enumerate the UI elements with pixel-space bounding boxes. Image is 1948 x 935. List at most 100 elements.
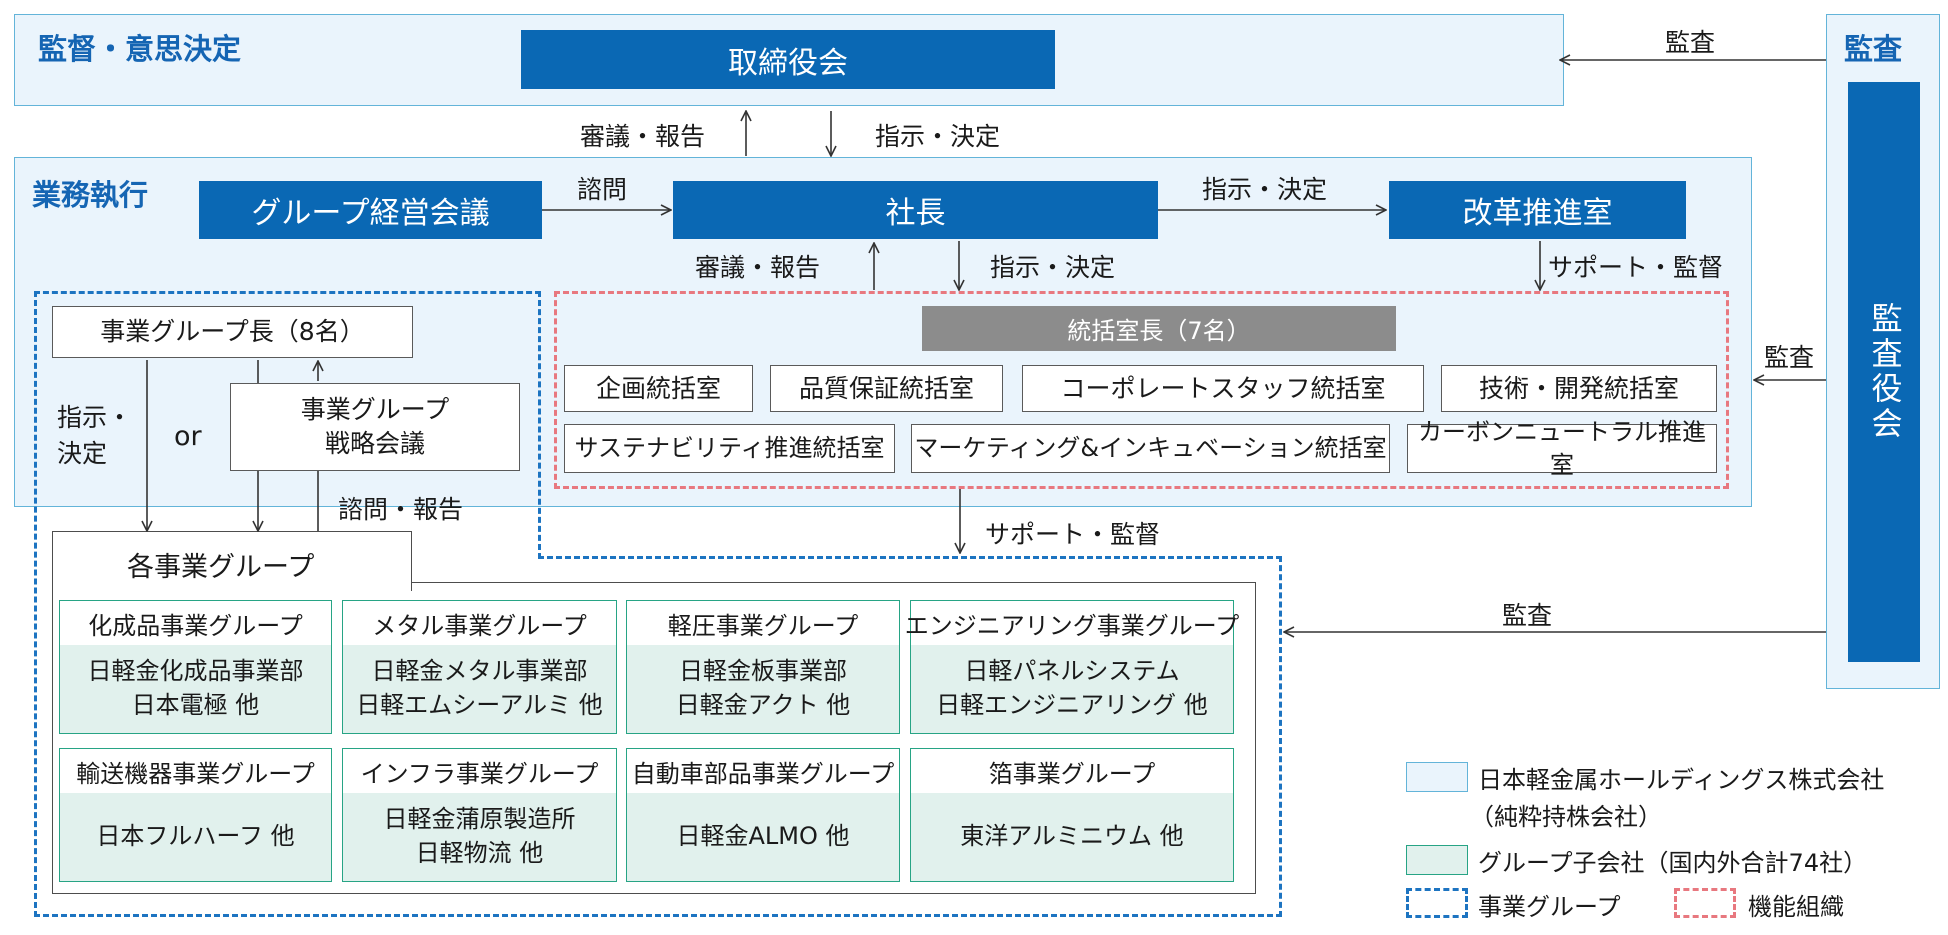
label-consultation-report: 諮問・報告 (338, 495, 464, 524)
company-name: 日本フルハーフ 他 (96, 822, 295, 851)
company-name: 日軽エムシーアルミ 他 (356, 691, 603, 719)
strategy-meeting-line2: 戦略会議 (324, 429, 425, 458)
business-group-companies: 日軽金メタル事業部日軽エムシーアルミ 他 (343, 645, 616, 733)
office-quality-assurance-label: 品質保証統括室 (798, 373, 974, 403)
business-group-cell: 輸送機器事業グループ日本フルハーフ 他 (59, 748, 332, 882)
label-board-deliberation-report: 審議・報告 (580, 122, 706, 151)
execution-header: 業務執行 (32, 178, 149, 212)
business-groups-tab (52, 531, 412, 591)
business-group-strategy-meeting: 事業グループ 戦略会議 (230, 383, 520, 471)
legend-swatch-functional-org (1674, 888, 1736, 918)
business-groups-title: 各事業グループ (127, 552, 315, 583)
audit-header: 監査 (1844, 32, 1903, 66)
office-technology-development-label: 技術・開発統括室 (1478, 373, 1679, 403)
legend-business-group: 事業グループ (1478, 893, 1621, 921)
company-name: 日軽物流 他 (415, 839, 544, 867)
business-group-cell: エンジニアリング事業グループ日軽パネルシステム日軽エンジニアリング 他 (905, 600, 1239, 734)
office-marketing-incubation-label: マーケティング&インキュベーション統括室 (914, 434, 1387, 463)
legend-swatch-business-group (1406, 888, 1468, 918)
business-group-companies: 東洋アルミニウム 他 (911, 793, 1233, 881)
business-group-cell: 化成品事業グループ日軽金化成品事業部日本電極 他 (59, 600, 332, 734)
company-name: 日軽金メタル事業部 (371, 657, 588, 686)
office-corporate-staff-label: コーポレートスタッフ統括室 (1060, 373, 1386, 403)
company-name: 日軽エンジニアリング 他 (936, 691, 1208, 719)
label-audit-top: 監査 (1665, 28, 1716, 57)
strategy-meeting-line1: 事業グループ (300, 395, 450, 425)
office-technology-development: 技術・開発統括室 (1441, 365, 1717, 412)
board-of-directors-label: 取締役会 (728, 45, 848, 81)
office-marketing-incubation: マーケティング&インキュベーション統括室 (911, 424, 1390, 473)
company-name: 日軽金化成品事業部 (87, 657, 304, 686)
reform-promotion-office-label: 改革推進室 (1462, 196, 1613, 231)
legend-functional-org: 機能組織 (1748, 893, 1844, 921)
label-board-instruction-decision: 指示・決定 (875, 122, 1001, 151)
business-group-companies: 日軽金蒲原製造所日軽物流 他 (343, 793, 616, 881)
functional-org-dashed-frame (554, 291, 1729, 489)
company-name: 日軽金アクト 他 (675, 691, 851, 719)
office-planning-label: 企画統括室 (595, 373, 721, 403)
business-group-dashed-frame-right2 (1279, 556, 1282, 917)
business-group-dashed-frame-right (538, 291, 541, 559)
business-group-name: インフラ事業グループ (343, 749, 616, 794)
business-group-name: 化成品事業グループ (60, 601, 331, 646)
business-group-companies: 日軽パネルシステム日軽エンジニアリング 他 (911, 645, 1233, 733)
business-group-cell: 箔事業グループ東洋アルミニウム 他 (910, 748, 1234, 882)
label-exec-instruction-decision: 指示・決定 (990, 253, 1116, 282)
business-group-name: 自動車部品事業グループ (627, 749, 899, 794)
label-bg-instruction-decision: 指示・ 決定 (57, 403, 133, 469)
company-name: 日本電極 他 (131, 691, 260, 719)
office-planning: 企画統括室 (564, 365, 753, 412)
business-group-cell: インフラ事業グループ日軽金蒲原製造所日軽物流 他 (342, 748, 617, 882)
business-group-dashed-frame (34, 291, 541, 917)
functional-office-heads: 統括室長（7名） (922, 306, 1396, 351)
business-group-heads-label: 事業グループ長（8名） (100, 317, 365, 347)
group-management-meeting: グループ経営会議 (199, 181, 542, 239)
business-group-heads: 事業グループ長（8名） (52, 306, 413, 358)
business-group-dashed-frame-bottom (34, 914, 1282, 917)
legend-subsidiaries: グループ子会社（国内外合計74社） (1478, 849, 1868, 877)
label-audit-bottom: 監査 (1502, 601, 1553, 630)
legend-swatch-holding (1406, 762, 1468, 792)
business-group-companies: 日本フルハーフ 他 (60, 793, 331, 881)
legend-holding-line2: （純粋持株会社） (1470, 803, 1662, 831)
business-group-name: メタル事業グループ (343, 601, 616, 646)
reform-promotion-office: 改革推進室 (1389, 181, 1686, 239)
label-reform-support-supervision: サポート・監督 (1548, 253, 1724, 282)
business-group-cell: 軽圧事業グループ日軽金板事業部日軽金アクト 他 (626, 600, 900, 734)
office-sustainability: サステナビリティ推進統括室 (564, 424, 895, 473)
company-name: 日軽金ALMO 他 (676, 822, 850, 851)
business-group-dashed-frame-mid (538, 556, 1282, 559)
office-quality-assurance: 品質保証統括室 (770, 365, 1003, 412)
legend-swatch-subsidiaries (1406, 845, 1468, 875)
office-carbon-neutral: カーボンニュートラル推進室 (1407, 418, 1717, 479)
president: 社長 (673, 181, 1158, 239)
audit-board: 監査役会 (1848, 82, 1920, 662)
functional-office-heads-label: 統括室長（7名） (1067, 317, 1251, 345)
business-group-companies: 日軽金化成品事業部日本電極 他 (60, 645, 331, 733)
business-group-cell: 自動車部品事業グループ日軽金ALMO 他 (626, 748, 900, 882)
business-group-name: エンジニアリング事業グループ (905, 601, 1239, 646)
audit-board-label: 監査役会 (1865, 302, 1902, 442)
board-of-directors: 取締役会 (521, 30, 1055, 89)
company-name: 日軽パネルシステム (964, 657, 1180, 686)
business-group-name: 軽圧事業グループ (627, 601, 899, 646)
group-management-meeting-label: グループ経営会議 (251, 196, 490, 231)
office-corporate-staff: コーポレートスタッフ統括室 (1022, 365, 1424, 412)
label-or: or (174, 421, 202, 452)
office-sustainability-label: サステナビリティ推進統括室 (574, 434, 885, 463)
oversight-header: 監督・意思決定 (38, 32, 242, 66)
company-name: 日軽金蒲原製造所 (383, 805, 576, 834)
label-exec-deliberation-report: 審議・報告 (695, 253, 821, 282)
legend-holding-line1: 日本軽金属ホールディングス株式会社 (1478, 766, 1885, 794)
label-consultation: 諮問 (577, 175, 628, 204)
office-carbon-neutral-label: カーボンニュートラル推進室 (1418, 418, 1706, 479)
company-name: 東洋アルミニウム 他 (960, 822, 1184, 851)
president-label: 社長 (885, 196, 946, 231)
business-group-companies: 日軽金ALMO 他 (627, 793, 899, 881)
label-president-instruction-decision: 指示・決定 (1202, 175, 1328, 204)
company-name: 日軽金板事業部 (679, 657, 847, 686)
label-functional-support-supervision: サポート・監督 (985, 520, 1161, 549)
business-group-inner-frame: 化成品事業グループ日軽金化成品事業部日本電極 他メタル事業グループ日軽金メタル事… (59, 583, 1249, 887)
business-group-cell: メタル事業グループ日軽金メタル事業部日軽エムシーアルミ 他 (342, 600, 617, 734)
